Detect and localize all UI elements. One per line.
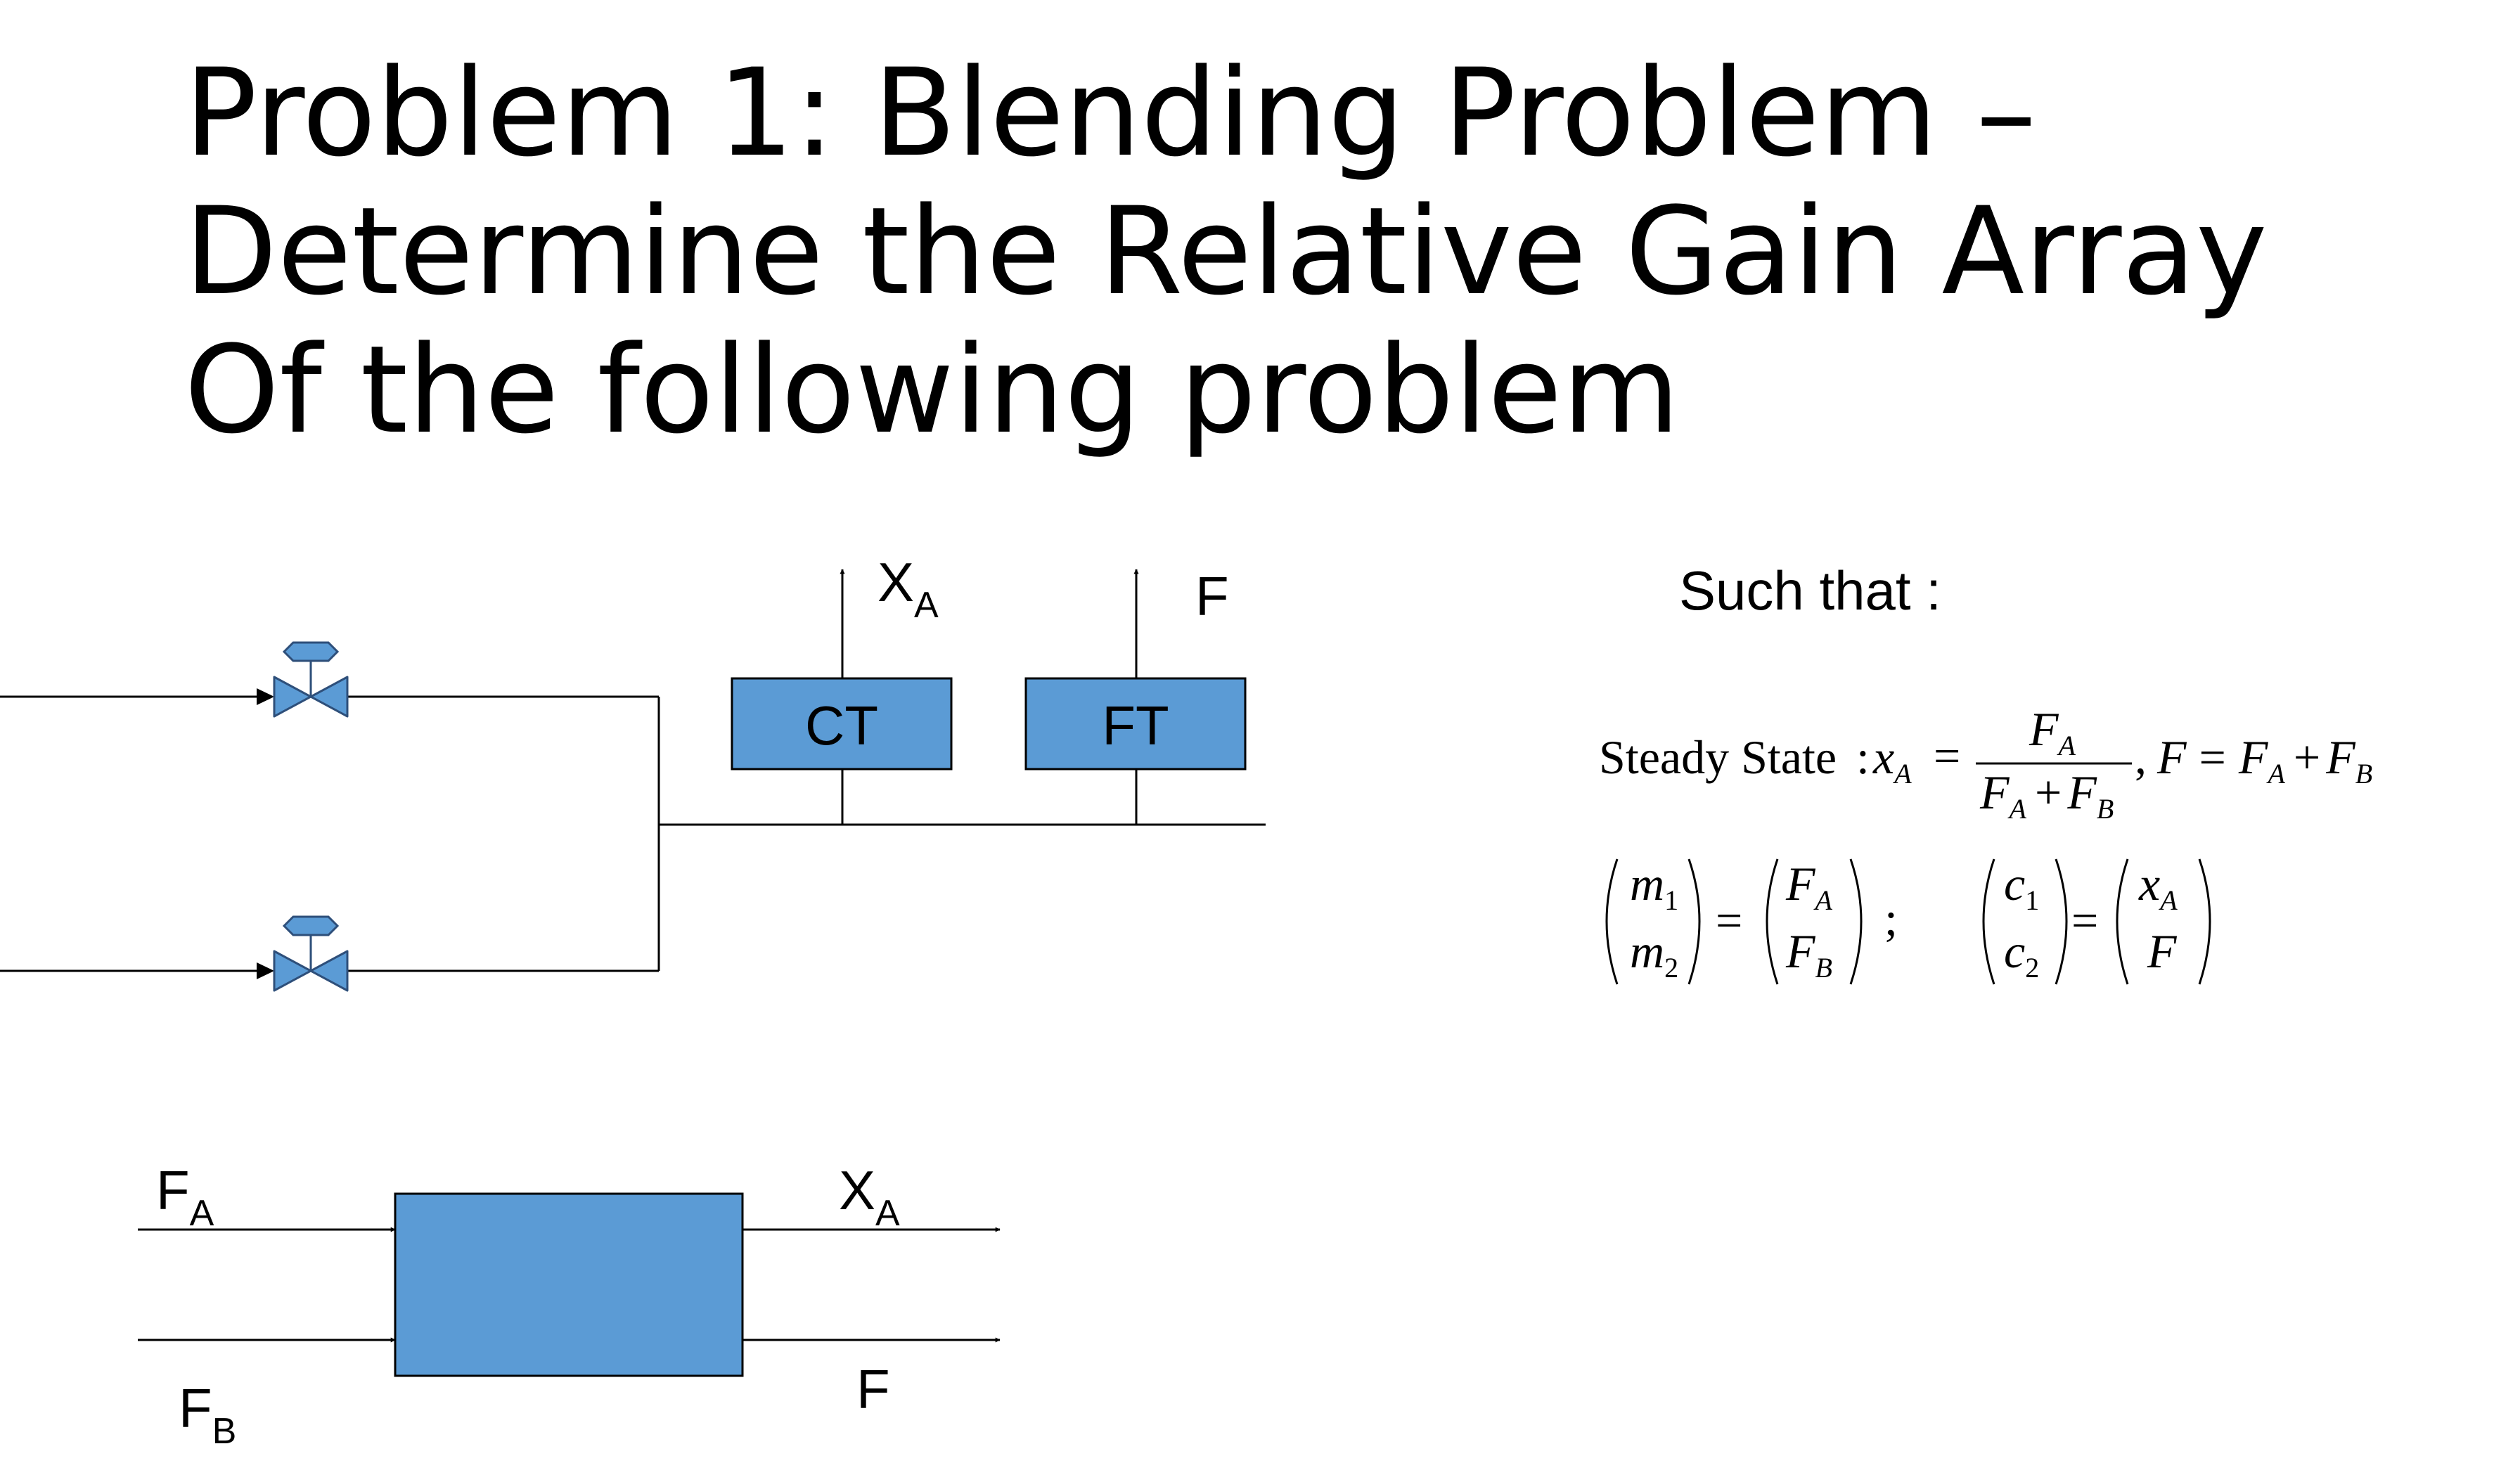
numerator-fa: FA — [2029, 702, 2076, 761]
vec-c1: c1 — [2004, 857, 2039, 916]
ft-box — [1024, 677, 1247, 771]
steady-state-equation: Steady State : xA = FA FA+FB , F=FA+FB — [1599, 702, 2372, 825]
title-line-2: Determine the Relative Gain Array — [184, 181, 2268, 322]
vec-semicolon: ; — [1884, 892, 1898, 946]
valve-actuator-a — [282, 641, 340, 662]
inlet-b-arrowhead — [257, 962, 274, 979]
m-left-paren — [1605, 858, 1619, 985]
vec-m2: m2 — [1630, 924, 1678, 984]
denominator: FA+FB — [1979, 766, 2114, 825]
fa-main: F — [156, 1159, 190, 1221]
ct-box — [731, 677, 953, 771]
title-line-3: Of the following problem — [184, 319, 1680, 460]
c1-c: c — [2004, 857, 2025, 910]
tf-fa-sub: A — [2265, 758, 2285, 789]
fa-left-paren — [1766, 858, 1779, 985]
vec-f: F — [2147, 924, 2178, 978]
c2-sub: 2 — [2025, 952, 2039, 984]
num-f-sub: A — [2057, 730, 2076, 761]
ct-output-main: X — [878, 551, 914, 613]
block-input-fb-label: FB — [179, 1377, 236, 1452]
m2-m: m — [1630, 924, 1664, 978]
vec-fb: FB — [1785, 924, 1832, 984]
c1-sub: 1 — [2025, 884, 2039, 916]
process-schematic — [0, 569, 1266, 972]
ct-transmitter[interactable]: CT — [731, 677, 953, 771]
tf-fa: F — [2238, 730, 2269, 784]
vfa-sub: A — [1813, 884, 1833, 916]
x-right-paren — [2198, 858, 2211, 985]
out-xa-main: X — [839, 1159, 875, 1221]
tf-fb: F — [2325, 730, 2356, 784]
m1-sub: 1 — [1664, 884, 1678, 916]
tf-fb-sub: B — [2355, 758, 2372, 789]
num-f: F — [2029, 702, 2059, 756]
block-diagram: FA FB XA F — [138, 1159, 1001, 1452]
den-fa: F — [1979, 766, 2010, 819]
comma: , — [2135, 730, 2147, 784]
m2-sub: 2 — [1664, 952, 1678, 984]
fb-main: F — [179, 1377, 212, 1439]
block-output-xa-label: XA — [839, 1159, 900, 1234]
fb-sub: B — [212, 1411, 237, 1452]
control-valve-a[interactable] — [273, 641, 349, 718]
block-output-f-label: F — [856, 1358, 890, 1420]
such-that-label: Such that : — [1679, 560, 1941, 621]
vec-eq-1: = — [1716, 894, 1742, 947]
vec-c2: c2 — [2004, 924, 2039, 984]
c-left-paren — [1982, 858, 1995, 985]
vxa-x: x — [2138, 857, 2160, 910]
lhs-x-a: xA — [1872, 730, 1912, 789]
den-fb-sub: B — [2097, 793, 2114, 825]
c2-c: c — [2004, 924, 2025, 978]
ct-label: CT — [805, 695, 878, 756]
tf-eq: = — [2199, 730, 2226, 784]
den-fb: F — [2066, 766, 2097, 819]
total-flow-eq: F=FA+FB — [2156, 730, 2372, 789]
out-xa-sub: A — [875, 1193, 900, 1234]
block-input-fa-label: FA — [156, 1159, 214, 1234]
vector-equations — [1605, 858, 2211, 985]
lhs-x-sub: A — [1892, 758, 1912, 789]
vec-m1: m1 — [1630, 857, 1678, 916]
eq-sign-1: = — [1934, 729, 1960, 782]
den-fa-sub: A — [2007, 793, 2027, 825]
vfb-sub: B — [1815, 952, 1832, 984]
page-title: Problem 1: Blending Problem – Determine … — [184, 44, 2434, 459]
m-right-paren — [1688, 858, 1701, 985]
vec-fa: FA — [1785, 857, 1833, 916]
valve-actuator-b — [282, 915, 340, 936]
title-line-1: Problem 1: Blending Problem – — [184, 42, 2037, 183]
ct-output-sub: A — [914, 585, 939, 626]
ft-label: FT — [1102, 695, 1169, 756]
fa-right-paren — [1849, 858, 1863, 985]
ft-transmitter[interactable]: FT — [1024, 677, 1247, 771]
den-plus: + — [2035, 766, 2062, 819]
lhs-x: x — [1872, 730, 1894, 784]
c-right-paren — [2055, 858, 2068, 985]
steady-state-label: Steady State — [1599, 730, 1837, 784]
inlet-a-arrowhead — [257, 688, 274, 705]
tf-f: F — [2156, 730, 2187, 784]
vxa-sub: A — [2158, 884, 2178, 916]
process-block — [394, 1192, 744, 1377]
ct-output-label: XA — [878, 551, 939, 626]
vec-xa: xA — [2138, 857, 2178, 916]
vfb-f: F — [1785, 924, 1816, 978]
x-left-paren — [2116, 858, 2129, 985]
ft-output-label: F — [1195, 565, 1229, 627]
vfa-f: F — [1785, 857, 1816, 910]
vec-eq-2: = — [2071, 894, 2098, 947]
control-valve-b[interactable] — [273, 915, 349, 992]
tf-plus: + — [2294, 730, 2320, 784]
m1-m: m — [1630, 857, 1664, 910]
fa-sub: A — [190, 1193, 214, 1234]
steady-colon: : — [1856, 730, 1870, 784]
